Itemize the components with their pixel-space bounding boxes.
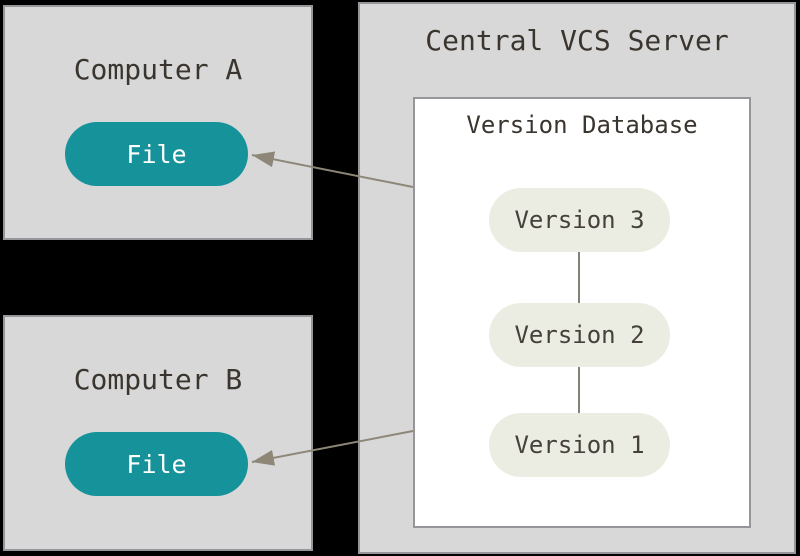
version-database-title: Version Database (466, 111, 698, 139)
computer-b-title: Computer B (73, 363, 243, 396)
connector-v2-v1 (578, 367, 580, 413)
computer-a-box: Computer A File (3, 5, 313, 240)
central-vcs-server-title: Central VCS Server (425, 24, 729, 57)
computer-b-file-node: File (65, 432, 248, 496)
version-1-node: Version 1 (489, 413, 670, 477)
version-3-node: Version 3 (489, 188, 670, 252)
central-vcs-server-box: Central VCS Server Version Database Vers… (358, 2, 796, 554)
computer-a-file-node: File (65, 122, 248, 186)
connector-v3-v2 (578, 252, 580, 303)
computer-b-box: Computer B File (3, 315, 313, 551)
version-2-node: Version 2 (489, 303, 670, 367)
version-database-box: Version Database Version 3 Version 2 Ver… (413, 97, 751, 528)
computer-a-title: Computer A (73, 53, 243, 86)
